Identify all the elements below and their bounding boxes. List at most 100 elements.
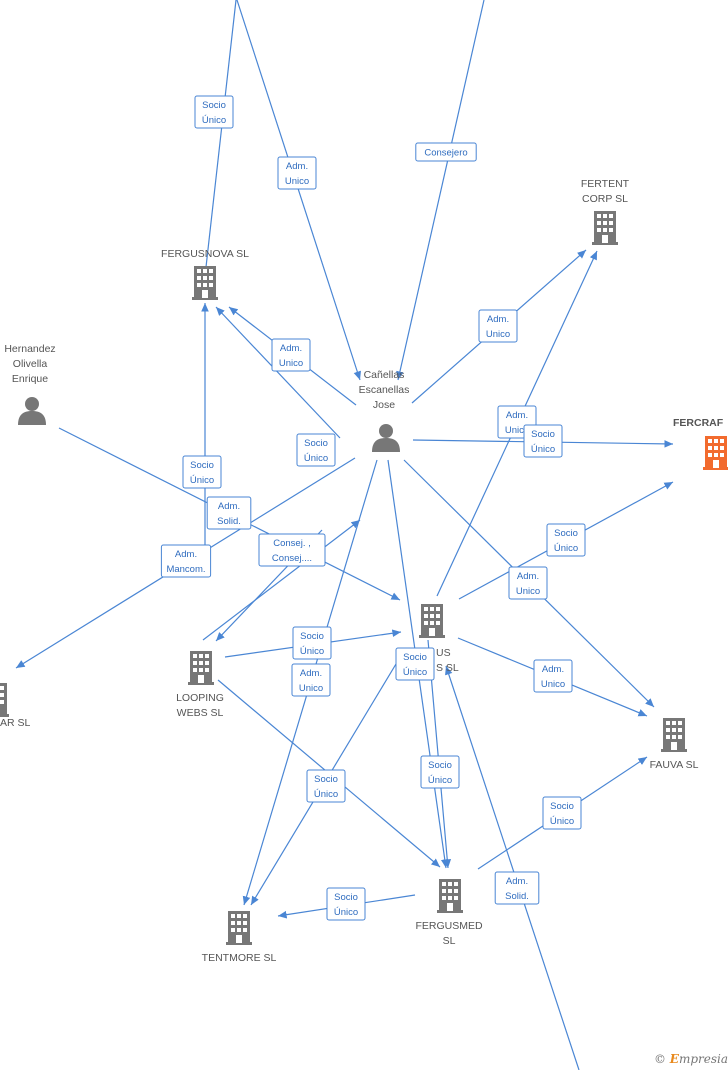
edge-label[interactable]: Adm. Mancom. [160, 544, 212, 578]
edge-label[interactable]: Adm.Solid. [206, 496, 252, 530]
edge-label-text: Socio [428, 760, 452, 771]
node-label: TENTMORE SL [202, 952, 277, 964]
edge-label-text: Adm. [506, 410, 528, 421]
edge-label-text: Socio [300, 631, 324, 642]
edge-label-box [523, 424, 563, 458]
nodes-layer: FERGUSNOVA SL FERTENT CORP SL HernandezOliv… [0, 178, 728, 964]
edge-label-text: Adm. [286, 161, 308, 172]
edge-label[interactable]: Consejero [415, 142, 477, 162]
edge-line-22 [445, 665, 580, 1070]
edge-line-1 [236, 0, 361, 381]
brand-initial: E [669, 1052, 679, 1066]
building-icon [0, 683, 9, 717]
node-label: US [436, 647, 451, 659]
building-icon [192, 266, 218, 300]
node-label: AR SL [0, 717, 31, 729]
node-fercraf[interactable]: FERCRAF [673, 417, 728, 470]
node-fauva[interactable]: FAUVA SL [650, 718, 699, 771]
edge-label-text: Unico [541, 679, 565, 690]
edge-label-text: Unico [516, 586, 540, 597]
edge-label-box [182, 455, 222, 489]
edge-label-text: Socio [304, 438, 328, 449]
node-fergus_center[interactable]: US S SL [419, 604, 459, 674]
edge-label-text: Socio [531, 429, 555, 440]
edge-label[interactable]: Adm.Unico [271, 338, 311, 372]
edge-label-box [326, 887, 366, 921]
edge-label-text: Único [314, 789, 338, 800]
edge-label-text: Socio [403, 652, 427, 663]
edge-label-box [494, 871, 540, 905]
node-label: S SL [436, 662, 459, 674]
edge-label[interactable]: Adm.Unico [533, 659, 573, 693]
edge-label-text: Consej.... [272, 553, 312, 564]
edge-label-box [258, 533, 326, 567]
node-tentmore[interactable]: TENTMORE SL [202, 911, 277, 964]
edge-label-text: Adm. [175, 549, 197, 560]
node-fertent[interactable]: FERTENT CORP SL [581, 178, 630, 245]
edge-label-text: Solid. [217, 516, 241, 527]
edge-label[interactable]: Consej. ,Consej.... [258, 533, 326, 567]
edge-label-text: Unico [505, 425, 529, 436]
edge-label-box [206, 496, 252, 530]
edge-label-box [271, 338, 311, 372]
edge-label-text: Único [300, 646, 324, 657]
building-icon [226, 911, 252, 945]
building-icon [592, 211, 618, 245]
edge-label[interactable]: Adm.Unico [277, 156, 317, 190]
building-icon [437, 879, 463, 913]
node-label: SL [443, 935, 456, 947]
edge-labels-layer: SocioÚnicoAdm.UnicoConsejeroAdm.UnicoAdm… [160, 95, 586, 921]
edge-label[interactable]: Adm.Unico [508, 566, 548, 600]
edge-label[interactable]: Adm.Unico [478, 309, 518, 343]
node-label: FAUVA SL [650, 759, 699, 771]
edge-label-text: Único [334, 907, 358, 918]
edge-line-12 [202, 519, 361, 641]
edge-label-box [546, 523, 586, 557]
edge-label-box [277, 156, 317, 190]
edge-label-text: Único [190, 475, 214, 486]
node-label: Enrique [12, 373, 48, 385]
edge-label-text: Socio [314, 774, 338, 785]
edge-label-text: Único [403, 667, 427, 678]
edge-label-text: Único [531, 444, 555, 455]
edge-label-box [478, 309, 518, 343]
edge-label[interactable]: Adm.Solid. [494, 871, 540, 905]
node-ar_sl[interactable]: AR SL [0, 683, 31, 729]
node-label: CORP SL [582, 193, 628, 205]
edge-label-text: Único [202, 115, 226, 126]
edge-label-text: Adm. [487, 314, 509, 325]
edge-label-text: Adm. [280, 343, 302, 354]
edge-line-5 [215, 306, 341, 439]
node-fergusnova[interactable]: FERGUSNOVA SL [161, 248, 249, 300]
edge-label-text: Adm. [300, 668, 322, 679]
edge-line-2 [396, 0, 485, 381]
node-label: FERTENT [581, 178, 630, 190]
edge-label-text: Mancom. [166, 564, 205, 575]
edge-label-text: Único [304, 453, 328, 464]
node-label: Hernandez [4, 343, 55, 355]
building-icon [703, 436, 728, 470]
building-icon [419, 604, 445, 638]
edge-label-text: Adm. [506, 876, 528, 887]
edge-label-text: Socio [554, 528, 578, 539]
brand-name: mpresia [678, 1052, 728, 1066]
edge-label-box [420, 755, 460, 789]
edge-label[interactable]: Adm.Unico [291, 663, 331, 697]
person-icon [18, 397, 46, 425]
